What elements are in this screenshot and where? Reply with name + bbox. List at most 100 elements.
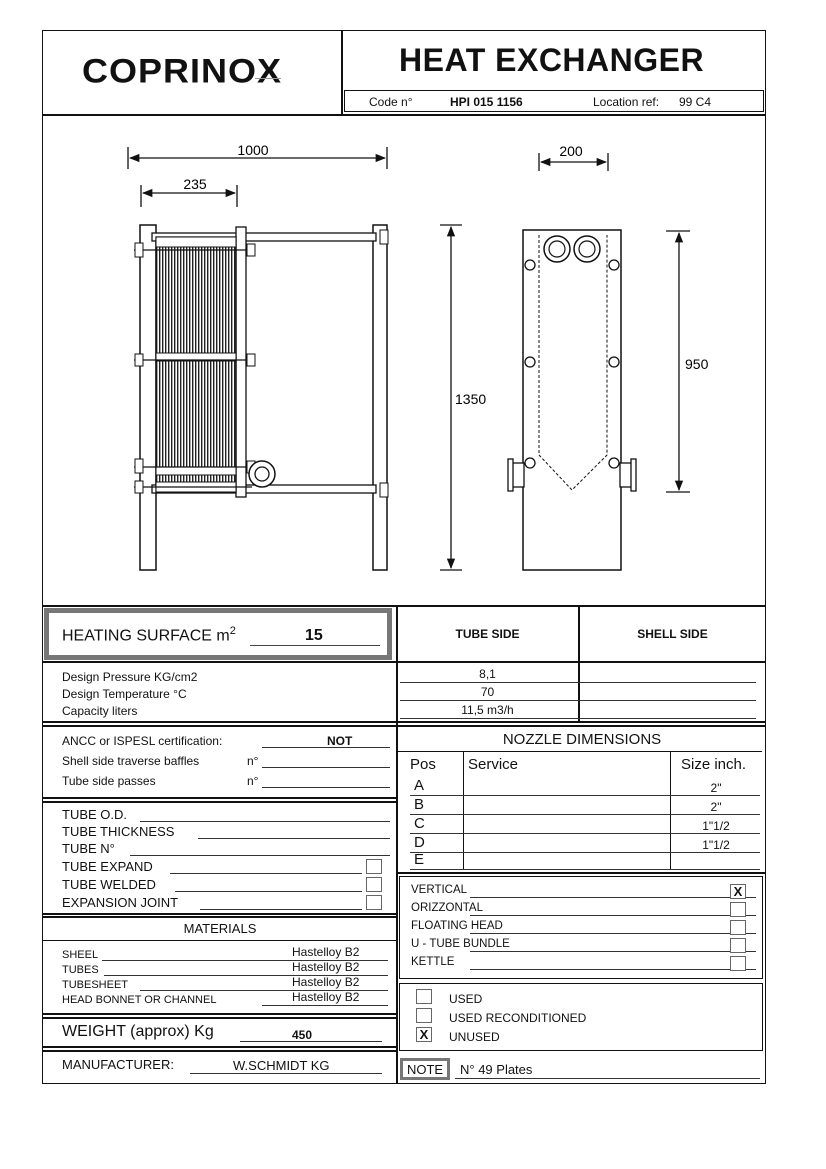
drawing-bottom-line [42, 605, 766, 607]
tube-thickness-underline [198, 838, 390, 839]
manufacturer-top-line [42, 1050, 396, 1052]
orientation-checkbox[interactable] [730, 902, 746, 917]
dim-height-label: 1350 [455, 391, 486, 407]
manufacturer-underline [190, 1073, 382, 1074]
nozzle-title: NOZZLE DIMENSIONS [502, 731, 662, 748]
tube-welded-checkbox[interactable] [366, 877, 382, 892]
header-bottom-line [42, 114, 766, 116]
weight-label: WEIGHT (approx) Kg [62, 1023, 214, 1040]
condition-label: USED [449, 992, 483, 1006]
orientation-underline [470, 969, 756, 970]
company-logo: COPRINOX [82, 51, 283, 90]
page-title: HEAT EXCHANGER [399, 42, 705, 78]
orientation-checkbox[interactable]: X [730, 884, 746, 899]
condition-checkbox[interactable] [416, 1008, 432, 1023]
dim-width-label: 1000 [237, 142, 268, 158]
expansion-joint-underline [200, 909, 362, 910]
design-pressure-tube-value: 8,1 [479, 667, 496, 681]
materials-title-line [42, 940, 396, 941]
material-underline [104, 975, 388, 976]
code-label: Code n° [369, 95, 413, 109]
orientation-underline [470, 915, 756, 916]
tube-od-label: TUBE O.D. [62, 807, 128, 822]
nozzle-pos: D [414, 834, 425, 851]
manufacturer-value: W.SCHMIDT KG [233, 1058, 330, 1073]
material-value: Hastelloy B2 [292, 975, 360, 989]
side-header-bottom-line [396, 661, 766, 663]
dim-plate-pack-label: 235 [183, 176, 207, 192]
code-box [344, 90, 764, 112]
nozzle-col-service: Service [468, 756, 519, 773]
ancc-underline [262, 747, 390, 748]
condition-checkbox[interactable]: X [416, 1027, 432, 1042]
nozzle-col-size: Size inch. [681, 756, 747, 773]
baffles-unit: n° [247, 754, 259, 768]
design-top-line [42, 661, 396, 663]
exchanger-drawing: 1000 235 1350 200 [127, 142, 709, 571]
shell-side-header: SHELL SIDE [637, 627, 708, 641]
weight-bottom-line [42, 1046, 396, 1048]
tube-expand-checkbox[interactable] [366, 859, 382, 874]
materials-title: MATERIALS [183, 921, 257, 936]
condition-checkbox[interactable] [416, 989, 432, 1004]
expansion-joint-label: EXPANSION JOINT [62, 895, 179, 910]
logo-underline [255, 78, 281, 79]
tube-welded-label: TUBE WELDED [62, 877, 156, 892]
nozzle-pos: E [414, 851, 425, 868]
heating-surface-underline [250, 645, 380, 646]
orientation-checkbox[interactable] [730, 920, 746, 935]
material-label: TUBESHEET [62, 979, 129, 991]
nozzle-row-line [410, 814, 760, 815]
dim-side-width-label: 200 [559, 143, 583, 159]
capacity-label: Capacity liters [62, 704, 138, 718]
nozzle-col-divider-2 [670, 752, 671, 870]
passes-label: Tube side passes [62, 774, 156, 788]
nozzle-col-divider-1 [463, 752, 464, 870]
orientation-checkbox[interactable] [730, 938, 746, 953]
heating-surface-value: 15 [305, 627, 323, 644]
baffles-label: Shell side traverse baffles [62, 754, 200, 768]
tube-od-underline [140, 821, 390, 822]
nozzle-bottom-line [396, 872, 766, 874]
note-value: N° 49 Plates [460, 1062, 533, 1077]
tube-expand-underline [170, 873, 362, 874]
nozzle-row-line [410, 795, 760, 796]
design-row-line-3 [400, 718, 756, 719]
heating-surface-box [44, 608, 392, 660]
capacity-tube-value: 11,5 m3/h [461, 703, 514, 717]
weight-top-line [42, 1017, 396, 1019]
tube-side-header: TUBE SIDE [455, 627, 520, 641]
note-underline [455, 1078, 760, 1079]
orientation-box [399, 876, 763, 979]
material-value: Hastelloy B2 [292, 960, 360, 974]
orientation-underline [470, 897, 756, 898]
orientation-label: FLOATING HEAD [411, 920, 503, 932]
orientation-underline [470, 951, 756, 952]
nozzle-row-line [410, 852, 760, 853]
expansion-joint-checkbox[interactable] [366, 895, 382, 910]
nozzle-pos: A [414, 777, 425, 794]
orientation-label: U - TUBE BUNDLE [411, 938, 510, 950]
weight-underline [240, 1041, 382, 1042]
tube-top-line [42, 801, 396, 803]
orientation-checkbox[interactable] [730, 956, 746, 971]
dim-port-distance-label: 950 [685, 356, 709, 372]
orientation-underline [470, 933, 756, 934]
cert-bottom-line [42, 797, 396, 799]
nozzle-size: 2" [710, 781, 722, 795]
heating-surface-label: HEATING SURFACE m2 [62, 625, 236, 645]
passes-unit: n° [247, 774, 259, 788]
nozzle-row-line [410, 833, 760, 834]
tube-number-underline [130, 855, 390, 856]
condition-label: UNUSED [449, 1030, 500, 1044]
nozzle-size: 1"1/2 [702, 819, 730, 833]
design-temperature-tube-value: 70 [480, 685, 495, 699]
datasheet-frame [42, 30, 766, 1084]
materials-top-line [42, 916, 396, 918]
material-value: Hastelloy B2 [292, 945, 360, 959]
code-value: HPI 015 1156 [450, 95, 523, 109]
condition-label: USED RECONDITIONED [449, 1011, 587, 1025]
material-label: TUBES [62, 964, 99, 976]
nozzle-size: 1"1/2 [702, 838, 730, 852]
tube-thickness-label: TUBE THICKNESS [62, 824, 175, 839]
